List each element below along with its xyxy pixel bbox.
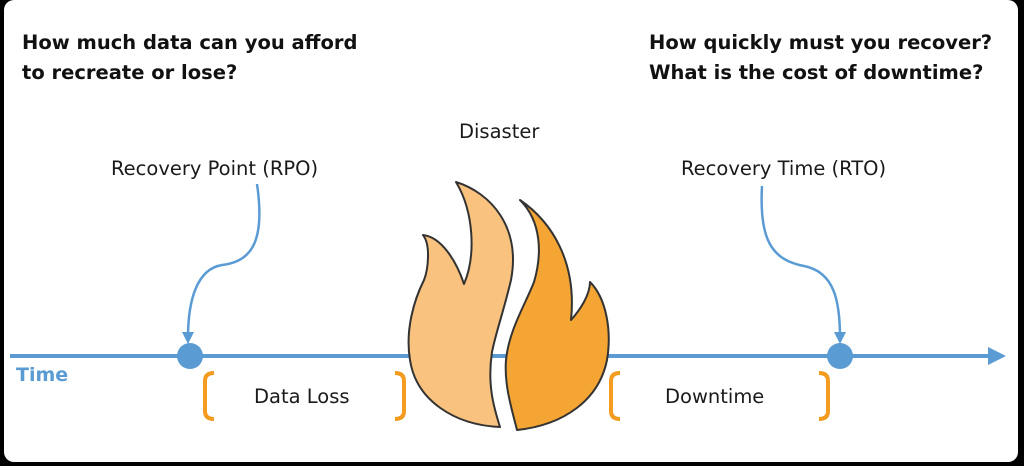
downtime-label: Downtime xyxy=(665,385,765,408)
time-axis-label: Time xyxy=(16,364,69,386)
rpo-point-marker xyxy=(177,343,203,369)
data-loss-bracket-right xyxy=(394,371,406,421)
data-loss-bracket-left xyxy=(203,371,215,421)
fire-icon xyxy=(407,181,610,431)
flame-left xyxy=(407,181,514,428)
downtime-bracket-left xyxy=(609,371,621,421)
timeline-diagram xyxy=(10,181,1006,431)
rto-question-line-1: How quickly must you recover? xyxy=(649,31,993,54)
rto-label: Recovery Time (RTO) xyxy=(681,157,887,180)
rto-question: How quickly must you recover? What is th… xyxy=(649,28,992,88)
rpo-question-line-1: How much data can you afford xyxy=(22,31,358,54)
flame-right xyxy=(504,199,610,431)
rto-question-line-2: What is the cost of downtime? xyxy=(649,61,984,84)
rpo-label: Recovery Point (RPO) xyxy=(111,157,319,180)
rpo-pointer-arrow xyxy=(186,183,261,339)
downtime-bracket-right xyxy=(818,371,830,421)
rpo-question-line-2: to recreate or lose? xyxy=(22,61,238,84)
rto-pointer-arrow xyxy=(760,185,842,339)
rpo-question: How much data can you afford to recreate… xyxy=(22,28,357,88)
rpo-pointer-arrowhead xyxy=(182,332,194,344)
rto-point-marker xyxy=(827,343,853,369)
disaster-label: Disaster xyxy=(459,120,540,143)
timeline-arrowhead xyxy=(988,347,1006,365)
diagram-panel: How much data can you afford to recreate… xyxy=(4,0,1018,462)
data-loss-label: Data Loss xyxy=(254,385,350,408)
rto-pointer-arrowhead xyxy=(834,332,846,344)
